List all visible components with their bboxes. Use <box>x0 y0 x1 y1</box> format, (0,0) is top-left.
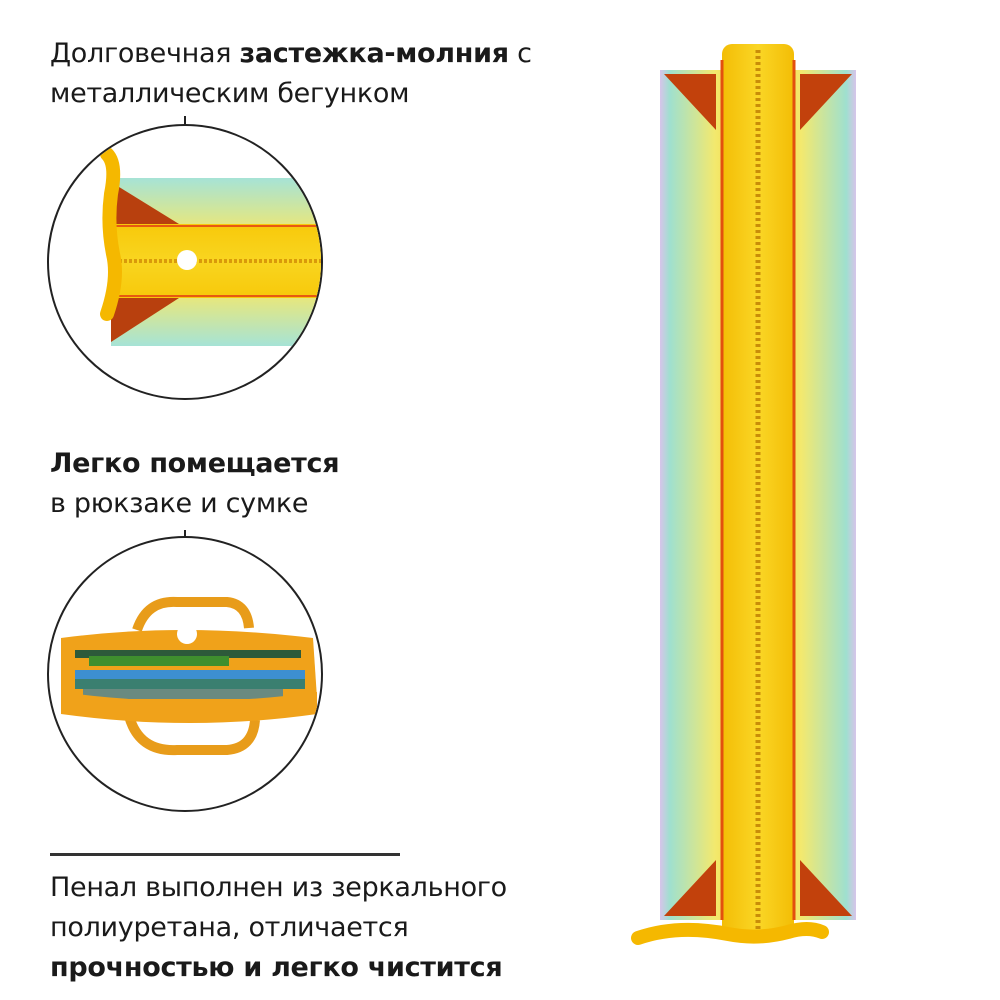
caption-text: металлическим бегунком <box>50 78 410 109</box>
caption-bold-text: Легко помещается <box>50 448 340 479</box>
callout-dot <box>177 624 197 644</box>
caption-text: Долговечная <box>50 38 240 69</box>
bag-closeup-image <box>47 536 323 812</box>
caption-text: в рюкзаке и сумке <box>50 488 309 519</box>
zipper-caption: Долговечная застежка-молния с металличес… <box>50 34 532 114</box>
callout-dot <box>177 250 197 270</box>
product-image <box>630 40 870 960</box>
caption-text: Пенал выполнен из зеркального <box>50 872 507 903</box>
caption-bold-text: прочностью и легко чистится <box>50 952 503 983</box>
caption-bold-text: застежка-молния <box>239 38 509 69</box>
material-caption: Пенал выполнен из зеркального полиуретан… <box>50 868 507 988</box>
section-divider <box>50 853 400 856</box>
zipper-closeup-image <box>47 124 323 400</box>
caption-text: с <box>508 38 532 69</box>
zipper-detail-illustration <box>100 147 321 346</box>
fits-caption: Легко помещается в рюкзаке и сумке <box>50 444 340 524</box>
caption-text: полиуретана, отличается <box>50 912 409 943</box>
bag-illustration <box>61 596 317 756</box>
pencil-case-illustration <box>631 44 856 945</box>
